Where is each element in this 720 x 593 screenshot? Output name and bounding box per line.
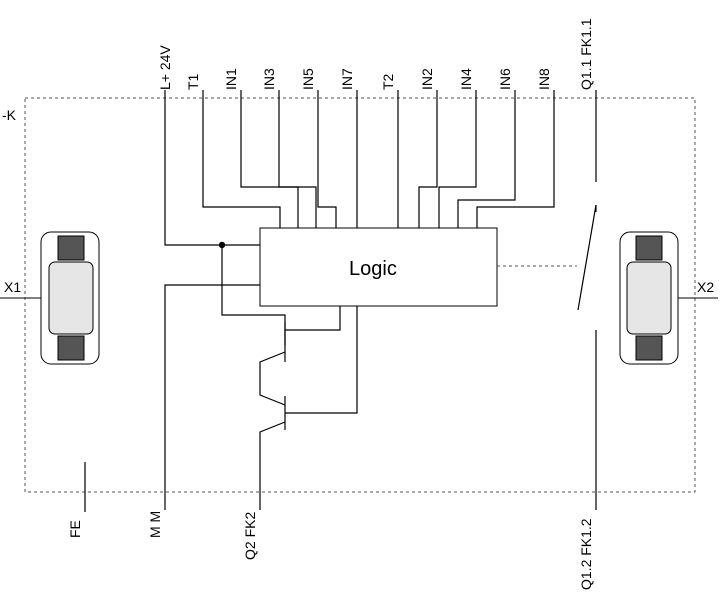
pin-label-in3: IN3 <box>261 68 277 90</box>
wire-in2 <box>418 90 438 228</box>
wire-in1 <box>240 90 299 228</box>
wire-in5 <box>317 90 337 228</box>
pin-label-lplus: L+ 24V <box>157 45 173 90</box>
transistor1-emitter <box>259 351 286 406</box>
wire-in3 <box>278 90 317 228</box>
wire-t1 <box>202 90 281 228</box>
pin-label-in7: IN7 <box>339 68 355 90</box>
connector-x1-label: X1 <box>4 279 21 295</box>
pin-label-t2: T2 <box>380 73 396 90</box>
logic-block <box>259 227 498 307</box>
wire-transistor-supply <box>221 245 286 345</box>
pin-label-in6: IN6 <box>497 68 513 90</box>
pin-label-fe: FE <box>67 520 83 538</box>
pin-label-in8: IN8 <box>536 68 552 90</box>
logic-label: Logic <box>349 258 397 280</box>
wire-lplus <box>164 90 260 246</box>
relay-contact <box>577 204 597 311</box>
device-boundary <box>24 97 696 493</box>
pin-label-in2: IN2 <box>419 68 435 90</box>
pin-label-in1: IN1 <box>223 68 239 90</box>
wire-logic-out2 <box>285 306 358 414</box>
pin-label-q12: Q1.2 FK1.2 <box>578 518 594 590</box>
wire-in6 <box>457 90 516 228</box>
device-label: -K <box>2 107 17 123</box>
wire-in4 <box>438 90 477 228</box>
pin-label-q11: Q1.1 FK1.1 <box>578 18 594 90</box>
wire-logic-out1 <box>285 306 341 331</box>
pin-label-in5: IN5 <box>300 68 316 90</box>
pin-label-in4: IN4 <box>458 68 474 90</box>
wire-m <box>164 284 260 510</box>
wire-in8 <box>476 90 555 228</box>
pin-label-q2: Q2 FK2 <box>242 512 258 560</box>
connector-x2-label: X2 <box>697 279 714 295</box>
pin-label-mm: M M <box>147 511 163 538</box>
pin-label-t1: T1 <box>185 73 201 90</box>
connector-x1 <box>0 231 100 365</box>
connector-x2 <box>619 231 718 365</box>
transistor2-emitter <box>259 421 286 510</box>
